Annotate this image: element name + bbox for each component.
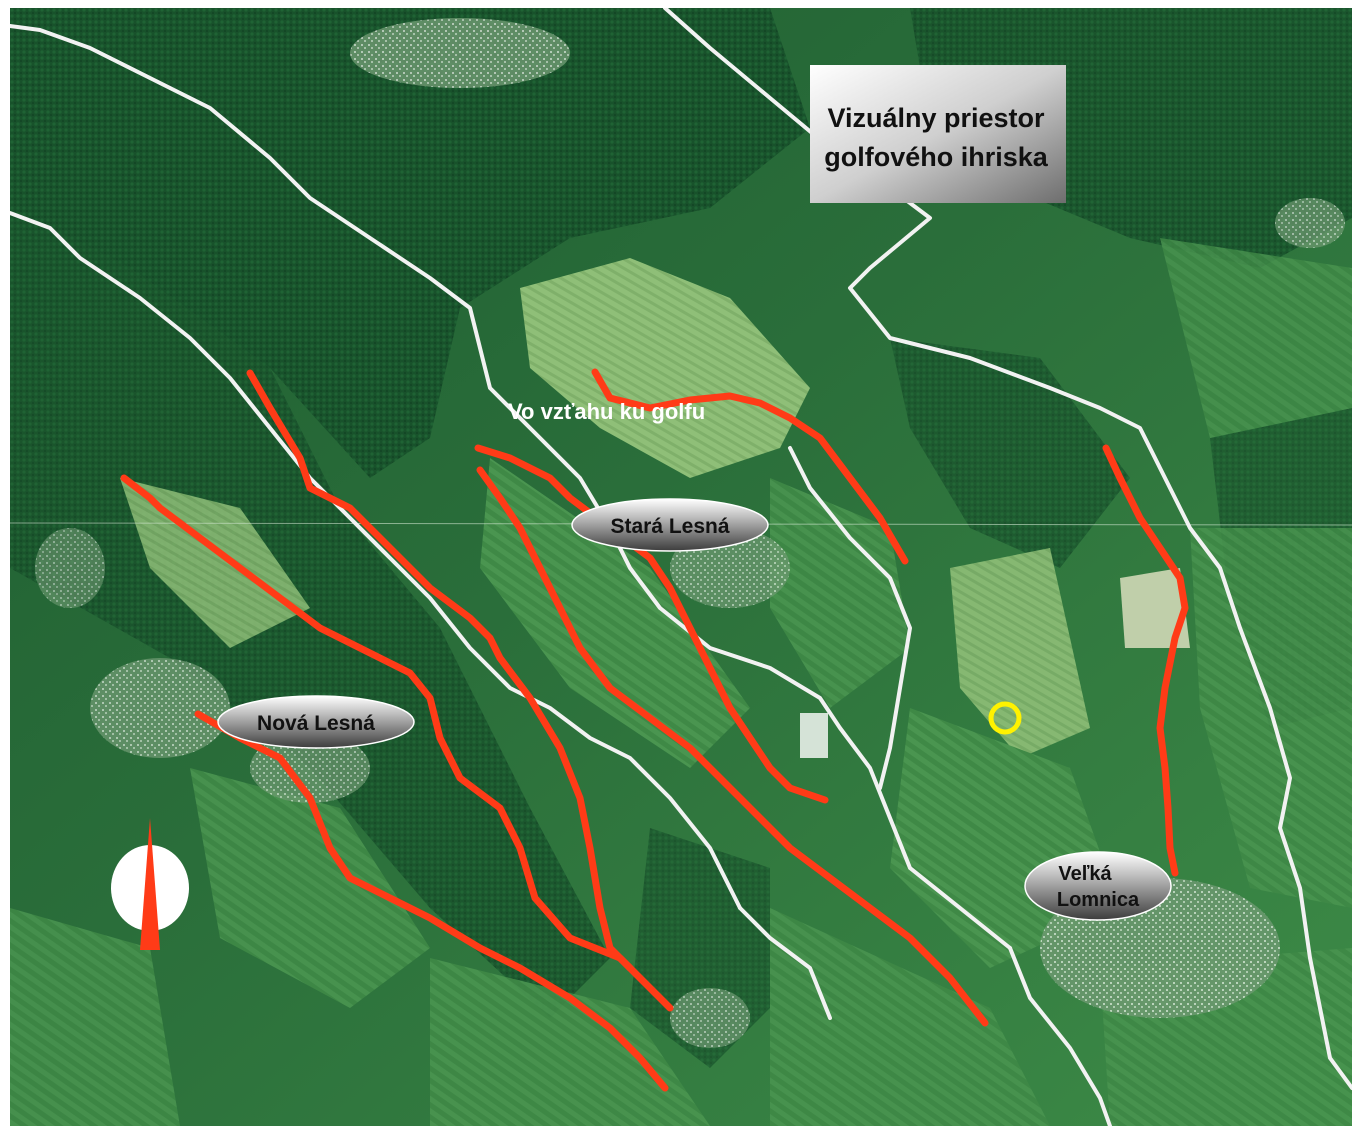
ridge-line-2 [246, 369, 634, 972]
ridge-line-1 [120, 474, 674, 1012]
ridge-line-4 [474, 444, 829, 804]
ridge-line-6 [591, 368, 909, 565]
north-arrow-icon [111, 818, 189, 950]
map-canvas: Vizuálny priestor golfového ihriska Vo v… [10, 8, 1352, 1126]
aerial-map: Vizuálny priestor golfového ihriska Vo v… [10, 8, 1352, 1126]
place-name-stara-lesna: Stará Lesná [610, 515, 729, 538]
place-name-velka-lomnica-line-2: Lomnica [1057, 889, 1140, 911]
map-title-line-2: golfového ihriska [824, 142, 1049, 172]
place-label-velka-lomnica: Veľká Lomnica [1024, 851, 1172, 921]
agricultural-fields [10, 238, 1352, 1126]
place-name-nova-lesna: Nová Lesná [257, 712, 375, 735]
ridge-line-3 [194, 710, 669, 1092]
annotation-label: Vo vzťahu ku golfu [508, 399, 705, 424]
place-name-velka-lomnica-line-1: Veľká [1058, 863, 1112, 885]
map-title-line-1: Vizuálny priestor [827, 103, 1045, 133]
place-label-stara-lesna: Stará Lesná [571, 498, 769, 552]
ridge-lines [120, 368, 1189, 1092]
ridge-line-5 [476, 466, 989, 1027]
place-label-nova-lesna: Nová Lesná [217, 695, 415, 749]
yellow-circle-marker-icon [988, 701, 1022, 735]
map-title-box: Vizuálny priestor golfového ihriska [810, 65, 1066, 203]
ridge-line-7 [1102, 444, 1189, 877]
